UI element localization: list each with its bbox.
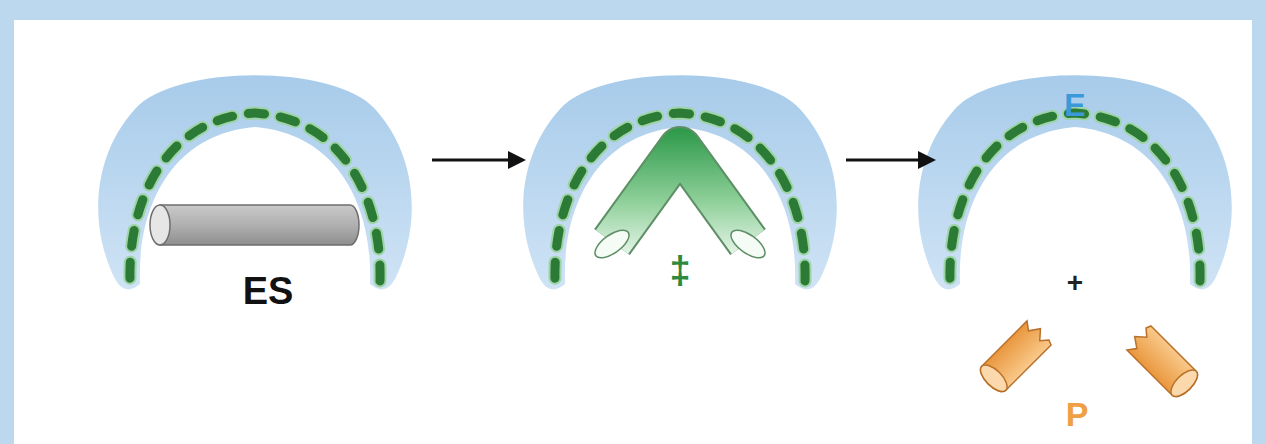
state-label: E [1064,89,1085,121]
plus-sign: + [1067,269,1083,297]
substrate-cylinder [150,205,359,245]
enzyme-shape [98,75,412,289]
state-label: P [1066,397,1089,431]
panel [14,20,1252,444]
transition-symbol: ‡ [669,251,690,289]
product-fragment [1124,323,1202,401]
product-fragment [976,318,1054,396]
enzyme-shape [523,75,837,289]
transition-state-substrate [591,148,770,263]
state-label: ES [243,272,294,310]
arrow [432,151,936,169]
enzyme-shape [918,75,1232,289]
